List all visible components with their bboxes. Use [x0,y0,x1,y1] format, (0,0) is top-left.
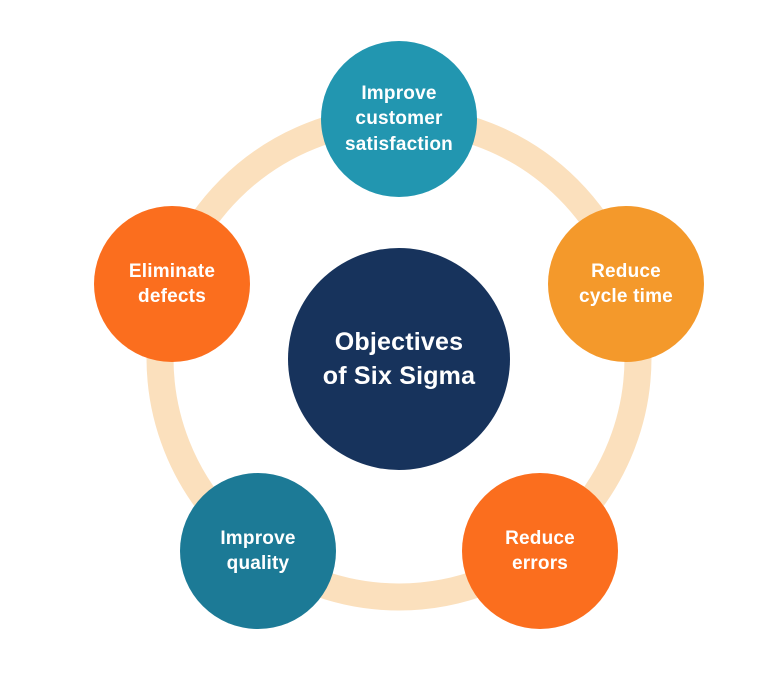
node-reduce-errors: Reduce errors [462,473,618,629]
node-eliminate-defects: Eliminate defects [94,206,250,362]
center-node-objectives-of-six-sigma: Objectives of Six Sigma [288,248,510,470]
node-improve-customer-satisfaction: Improve customer satisfaction [321,41,477,197]
center-node-label: Objectives of Six Sigma [322,327,476,391]
node-label: Improve customer satisfaction [345,83,453,155]
node-label: Improve quality [220,527,296,574]
node-reduce-cycle-time: Reduce cycle time [548,206,704,362]
node-improve-quality: Improve quality [180,473,336,629]
node-label: Reduce cycle time [579,260,673,307]
node-label: Reduce errors [505,527,575,574]
node-label: Eliminate defects [128,260,216,307]
